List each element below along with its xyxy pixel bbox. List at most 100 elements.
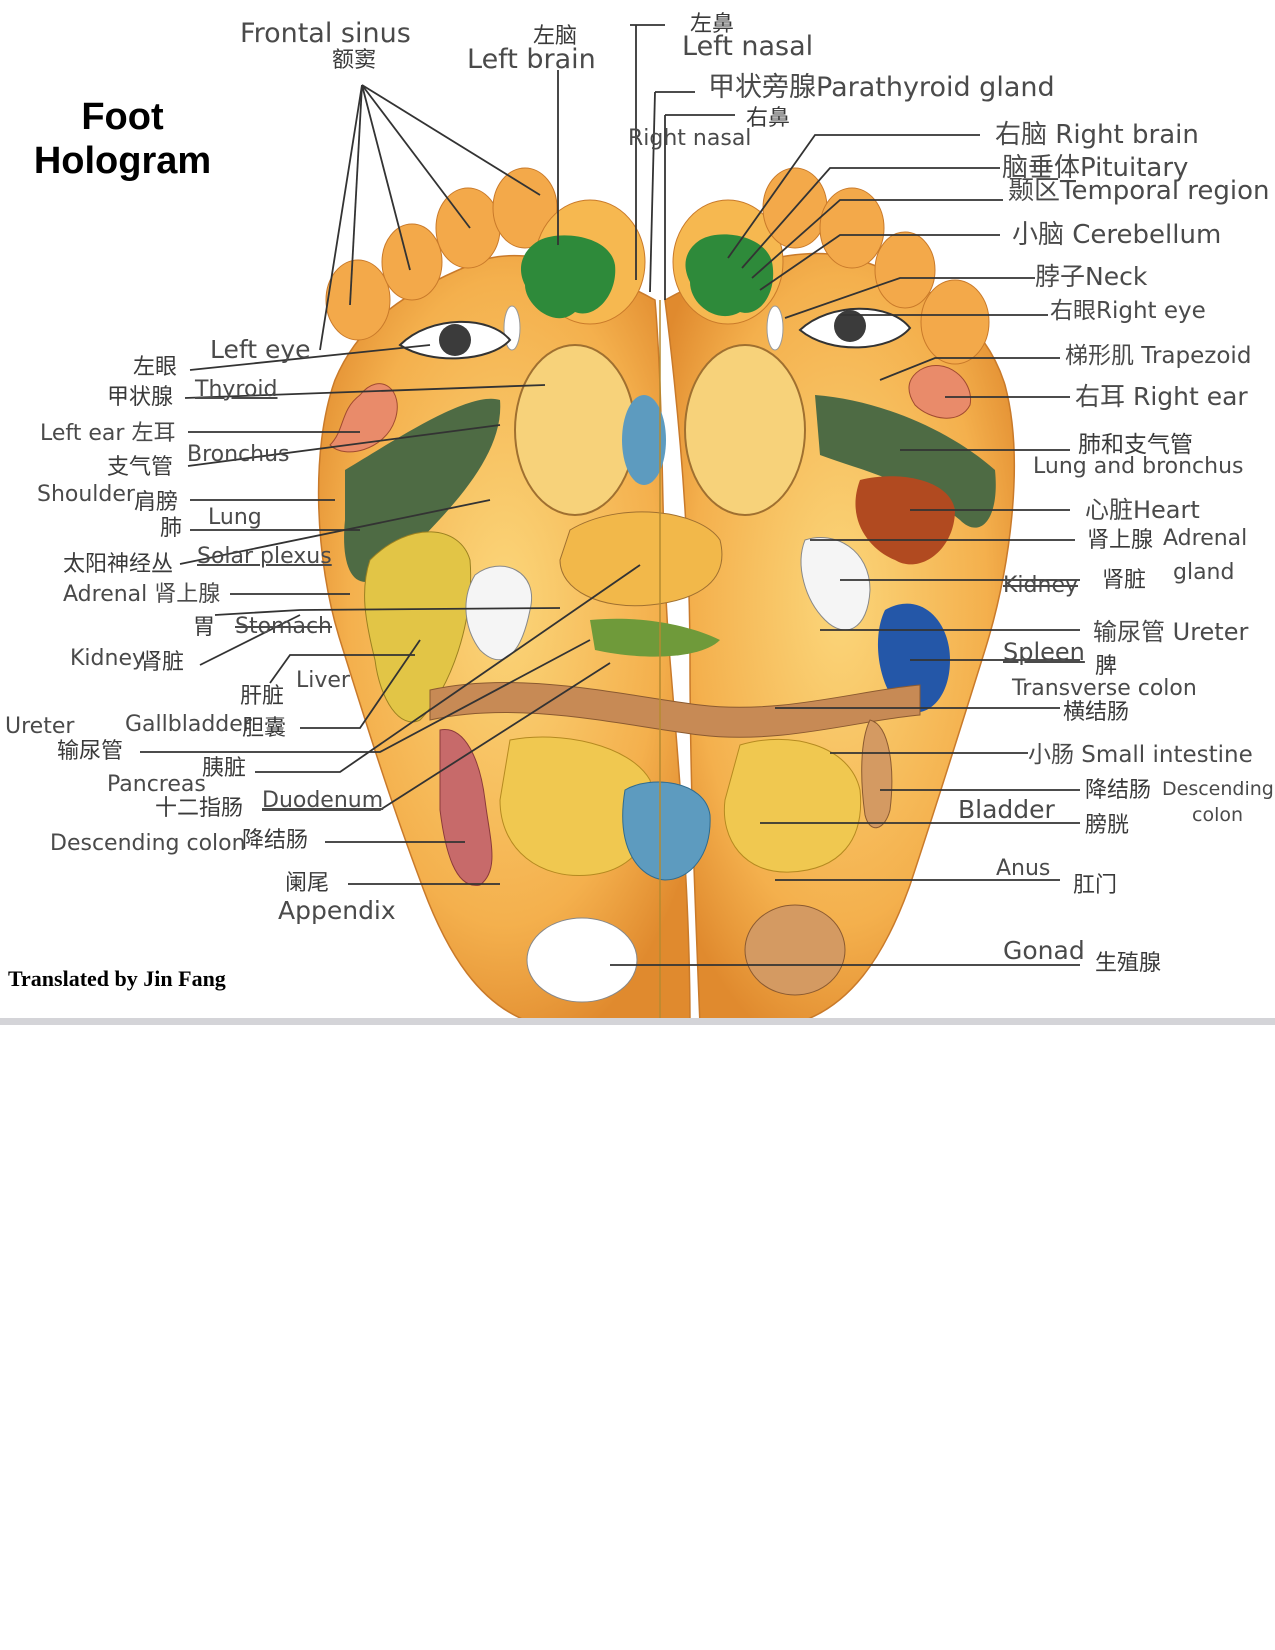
cerebellum-label: 小脑 Cerebellum: [1012, 220, 1222, 250]
shoulder-label: Shoulder: [37, 482, 135, 507]
left-toe-3: [435, 187, 501, 269]
foot-illustration: [140, 24, 1080, 1025]
left-ear-drawing: [329, 383, 398, 453]
left-brain-label: Left brain: [467, 44, 596, 75]
descending-colon-right-label: Descending: [1162, 778, 1274, 800]
pancreas-area: [590, 618, 720, 657]
left-gonad-area: [526, 917, 638, 1003]
lung-bronchus-label: Lung and bronchus: [1033, 454, 1244, 479]
leader-lines: [140, 24, 1080, 966]
left-toe-4: [381, 223, 443, 301]
frontal-sinus-label: Frontal sinus: [240, 18, 411, 49]
bronchus-label: Bronchus: [187, 442, 290, 467]
left-eye-zh-label: 左眼: [133, 355, 178, 380]
lung-bronchus-zh-label: 肺和支气管: [1078, 432, 1193, 458]
lung-left-label: Lung: [208, 505, 262, 530]
spleen-zh-label: 脾: [1095, 654, 1118, 679]
bladder-label: Bladder: [958, 795, 1055, 824]
transverse-colon-zh-label: 横结肠: [1063, 700, 1130, 725]
kidney-left-label: Kidney: [70, 646, 146, 671]
gallbladder-label: Gallbladder: [125, 712, 252, 737]
liver-zh-label: 肝脏: [240, 684, 285, 709]
descending-colon-right-zh-label: 降结肠: [1085, 778, 1152, 803]
anus-label: Anus: [996, 856, 1051, 881]
transverse-colon-label: Transverse colon: [1012, 676, 1197, 701]
right-nasal-area: [766, 305, 784, 351]
trapezoid-label: 梯形肌 Trapezoid: [1065, 343, 1252, 369]
descending-colon-right-label-2: colon: [1192, 804, 1244, 826]
shoulder-zh-label: 肩膀: [134, 490, 179, 515]
left-nasal-blue: [622, 395, 666, 485]
left-brain-zh-label: 左脑: [533, 24, 578, 49]
gonad-zh-label: 生殖腺: [1095, 951, 1162, 976]
descending-colon-right: [861, 719, 893, 828]
duodenum-zh-label: 十二指肠: [155, 796, 244, 821]
right-toe-3: [819, 187, 885, 269]
left-nasal-label: Left nasal: [682, 31, 814, 62]
right-eye-label: 右眼Right eye: [1050, 298, 1206, 324]
title-line-2: Hologram: [33, 140, 212, 183]
descending-colon-left-zh-label: 降结肠: [242, 828, 309, 853]
left-ear-label: Left ear 左耳: [40, 421, 176, 446]
adrenal-right-label-2: gland: [1173, 560, 1235, 585]
pancreas-zh-label: 胰脏: [202, 756, 247, 781]
gallbladder-zh-label: 胆囊: [242, 716, 287, 741]
heart-area: [855, 476, 955, 565]
right-thyroid-area: [684, 344, 806, 516]
frontal-sinus-zh-label: 额窦: [332, 48, 377, 73]
right-brain-area: [685, 234, 774, 317]
thyroid-label: Thyroid: [195, 377, 278, 402]
pancreas-label: Pancreas: [107, 772, 206, 797]
right-ear-drawing: [908, 364, 971, 419]
right-toe-4: [874, 231, 936, 309]
bronchus-zh-label: 支气管: [107, 455, 174, 480]
bladder-area: [622, 781, 711, 881]
right-brain-label: 右脑 Right brain: [995, 120, 1199, 150]
diagram-title: Foot Hologram: [20, 95, 225, 183]
foot-hologram-figure: Foot Hologram Frontal sinus 额窦 左脑 Left b…: [0, 14, 1275, 1025]
anus-zh-label: 肛门: [1073, 873, 1118, 898]
duodenum-label: Duodenum: [262, 788, 384, 813]
right-gonad-area: [744, 904, 846, 996]
bottom-border-bar: [0, 1018, 1275, 1025]
heart-label: 心脏Heart: [1085, 496, 1200, 524]
stomach-area: [559, 511, 723, 607]
kidney-right-label: Kidney: [1003, 573, 1079, 598]
ureter-right-label: 输尿管 Ureter: [1093, 618, 1249, 646]
kidney-right-zh-label: 肾脏: [1102, 568, 1147, 593]
right-kidney-area: [800, 536, 871, 631]
solar-plexus-zh-label: 太阳神经丛: [63, 552, 174, 577]
right-nasal-label: Right nasal: [628, 126, 752, 151]
adrenal-left-label: Adrenal 肾上腺: [63, 582, 221, 607]
appendix-zh-label: 阑尾: [285, 871, 330, 896]
left-lung-area: [344, 398, 501, 582]
transverse-colon-area: [429, 682, 921, 738]
liver-label: Liver: [296, 668, 350, 693]
adrenal-right-label: Adrenal: [1163, 526, 1248, 551]
right-nasal-zh-label: 右鼻: [746, 106, 791, 131]
right-ear-label: 右耳 Right ear: [1075, 382, 1248, 411]
parathyroid-label: 甲状旁腺Parathyroid gland: [708, 72, 1055, 103]
gonad-label: Gonad: [1003, 936, 1085, 965]
descending-colon-left-label: Descending colon: [50, 831, 246, 856]
title-line-1: Foot: [81, 96, 164, 138]
descending-colon-left: [439, 729, 493, 886]
left-toe-5: [325, 259, 391, 341]
kidney-left-zh-label: 肾脏: [140, 650, 185, 675]
right-toe-5: [920, 279, 990, 365]
neck-label: 脖子Neck: [1035, 262, 1148, 291]
spleen-label: Spleen: [1003, 638, 1085, 666]
left-thyroid-area: [514, 344, 636, 516]
solar-plexus-label: Solar plexus: [197, 544, 332, 569]
left-brain-area: [520, 235, 616, 319]
left-toe-2: [492, 167, 558, 249]
ureter-left-label: Ureter: [5, 714, 75, 739]
stomach-label: Stomach: [235, 614, 333, 639]
thyroid-zh-label: 甲状腺: [107, 385, 174, 410]
pituitary-label: 脑垂体Pituitary: [1002, 153, 1189, 183]
bladder-zh-label: 膀胱: [1085, 813, 1130, 838]
left-eye-label: Left eye: [210, 335, 311, 364]
translation-credit: Translated by Jin Fang: [8, 966, 226, 991]
right-lung-area: [815, 395, 996, 528]
liver-area: [364, 531, 472, 723]
